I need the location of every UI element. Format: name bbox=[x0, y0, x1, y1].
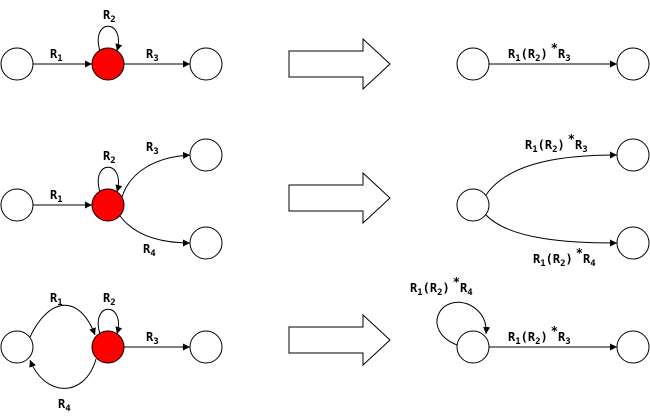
edge-label-r2: R2 bbox=[103, 8, 116, 25]
edge-label-r1r2r4: R1(R2)*R4 bbox=[533, 246, 596, 269]
edge-label-r1r2r3: R1(R2)*R3 bbox=[508, 324, 571, 347]
state-node bbox=[456, 330, 490, 364]
edge-label-r1: R1 bbox=[50, 291, 63, 308]
transform-arrow bbox=[288, 171, 391, 225]
row-1-after: R1(R2)*R3 bbox=[456, 41, 650, 81]
state-node bbox=[189, 47, 223, 81]
row-1-before: R1 R2 R3 bbox=[0, 8, 223, 81]
edge-label-r4: R4 bbox=[58, 397, 71, 414]
row-2-before: R1 R2 R3 R4 bbox=[0, 138, 223, 260]
transition-edge bbox=[119, 215, 191, 247]
self-loop-edge bbox=[97, 25, 123, 52]
edge-label-r1r2r3: R1(R2)*R3 bbox=[508, 41, 571, 64]
edge-label-r1: R1 bbox=[50, 188, 63, 205]
state-node bbox=[189, 138, 223, 172]
self-loop-edge bbox=[436, 302, 491, 346]
transition-edge bbox=[29, 358, 97, 389]
state-node bbox=[0, 188, 34, 222]
self-loop-edge bbox=[97, 166, 123, 193]
state-node bbox=[456, 47, 490, 81]
eliminated-state-node bbox=[91, 47, 125, 81]
transition-edge bbox=[121, 151, 191, 198]
row-2-after: R1(R2)*R3 R1(R2)*R4 bbox=[456, 132, 650, 269]
edge-label-r4: R4 bbox=[143, 242, 156, 259]
edge-label-r2: R2 bbox=[103, 291, 116, 308]
edge-label-r3: R3 bbox=[146, 47, 159, 64]
edge-label-r1: R1 bbox=[50, 47, 63, 64]
transition-edge bbox=[485, 151, 618, 196]
state-node bbox=[616, 330, 650, 364]
transform-arrow bbox=[288, 313, 391, 367]
row-3-before: R1 R2 R3 R4 bbox=[0, 291, 223, 414]
edge-label-r2: R2 bbox=[103, 149, 116, 166]
state-node bbox=[616, 226, 650, 260]
eliminated-state-node bbox=[91, 188, 125, 222]
transition-edge bbox=[29, 304, 96, 338]
state-node bbox=[189, 226, 223, 260]
state-node bbox=[456, 188, 490, 222]
state-node bbox=[0, 330, 34, 364]
state-node bbox=[616, 47, 650, 81]
edge-label-r3: R3 bbox=[146, 140, 159, 157]
row-3-after: R1(R2)*R4 R1(R2)*R3 bbox=[410, 275, 650, 364]
eliminated-state-node bbox=[91, 330, 125, 364]
edge-label-r1r2r4: R1(R2)*R4 bbox=[410, 275, 473, 298]
state-node bbox=[189, 330, 223, 364]
edge-label-r1r2r3: R1(R2)*R3 bbox=[525, 132, 588, 155]
state-node bbox=[616, 138, 650, 172]
transform-arrow bbox=[288, 37, 391, 91]
transition-edge bbox=[485, 214, 618, 247]
edge-label-r3: R3 bbox=[146, 330, 159, 347]
state-node bbox=[0, 47, 34, 81]
self-loop-edge bbox=[97, 308, 123, 335]
